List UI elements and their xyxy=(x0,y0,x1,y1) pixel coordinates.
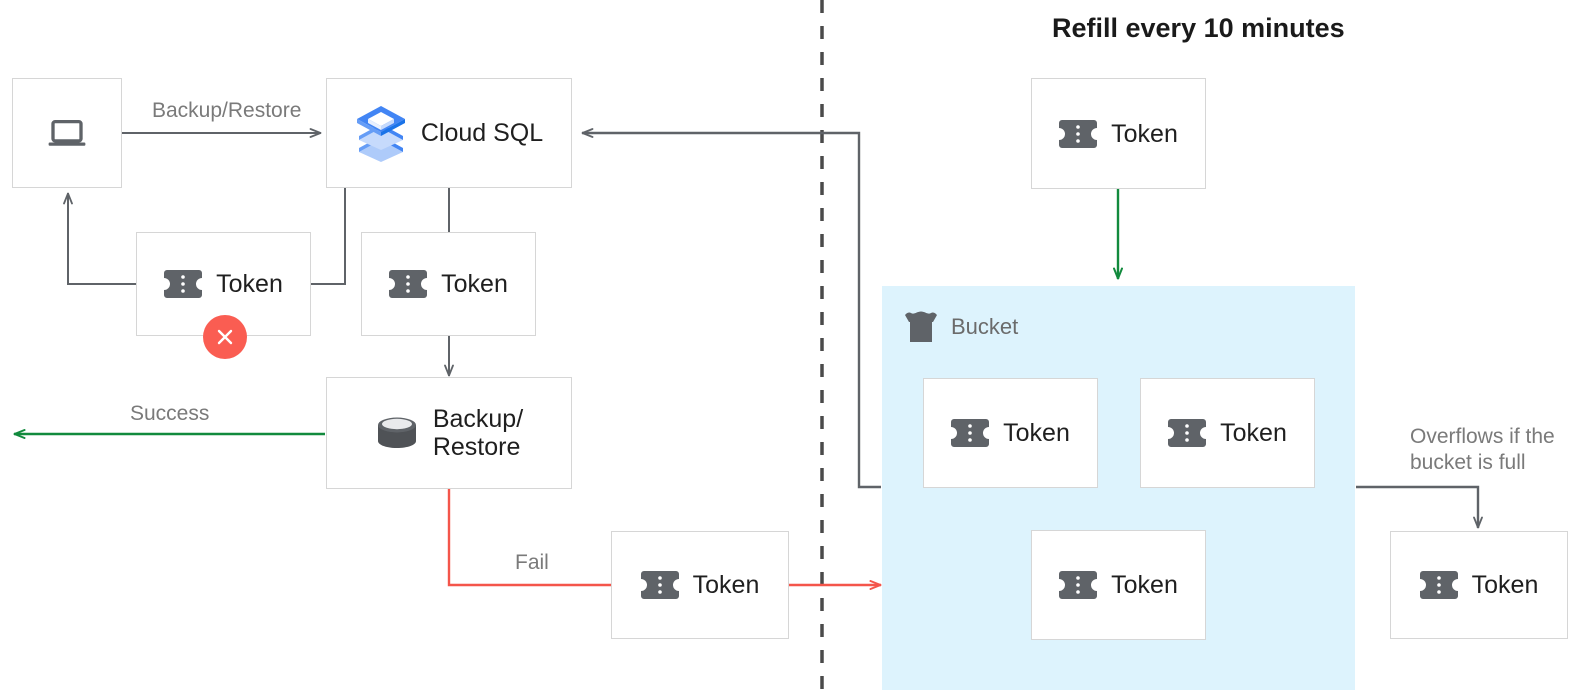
node-token-bucket-3[interactable]: Token xyxy=(1031,530,1206,640)
edge-label-fail: Fail xyxy=(515,551,549,574)
node-token-refill-label: Token xyxy=(1111,119,1178,148)
edge-bucket-to-cloudsql xyxy=(581,128,881,489)
edge-label-backup-restore: Backup/Restore xyxy=(152,99,302,122)
node-token-overflow-label: Token xyxy=(1471,571,1539,599)
node-backup-restore[interactable]: Backup/ Restore xyxy=(326,377,572,489)
node-token-sql-label: Token xyxy=(441,270,508,298)
page-title: Refill every 10 minutes xyxy=(1052,13,1345,43)
node-backup-restore-label: Backup/ Restore xyxy=(432,405,524,461)
token-icon xyxy=(1059,571,1098,599)
node-token-overflow[interactable]: Token xyxy=(1390,531,1568,639)
database-icon xyxy=(377,417,416,448)
node-token-client-label: Token xyxy=(216,270,283,298)
token-icon xyxy=(951,419,990,447)
edge-bucket-overflow xyxy=(1356,485,1483,529)
laptop-icon xyxy=(48,119,86,146)
close-icon xyxy=(217,329,233,345)
status-badge-error xyxy=(203,315,247,359)
bucket-header: Bucket xyxy=(903,310,1018,344)
bucket-label: Bucket xyxy=(951,314,1019,339)
node-token-sql[interactable]: Token xyxy=(361,232,536,336)
node-cloud-sql[interactable]: Cloud SQL xyxy=(326,78,572,188)
node-token-bucket-2[interactable]: Token xyxy=(1140,378,1315,488)
node-token-refill[interactable]: Token xyxy=(1031,78,1206,189)
node-token-bucket-2-label: Token xyxy=(1220,419,1287,447)
node-token-bucket-3-label: Token xyxy=(1111,571,1178,599)
cloud-sql-icon xyxy=(356,106,405,162)
node-client[interactable] xyxy=(12,78,122,188)
node-cloud-sql-label: Cloud SQL xyxy=(420,119,544,147)
token-icon xyxy=(640,571,679,599)
token-icon xyxy=(164,270,203,298)
token-icon xyxy=(1168,419,1207,447)
edge-token-client-to-client xyxy=(63,192,136,285)
node-token-fail-label: Token xyxy=(692,571,760,599)
node-token-bucket-1-label: Token xyxy=(1003,419,1070,447)
edge-cloudsql-to-token-client xyxy=(311,188,346,285)
node-token-bucket-1[interactable]: Token xyxy=(923,378,1098,488)
token-icon xyxy=(1419,571,1458,599)
token-icon xyxy=(389,270,428,298)
token-icon xyxy=(1059,119,1098,148)
bucket-icon xyxy=(905,311,937,342)
node-token-fail[interactable]: Token xyxy=(611,531,789,639)
edge-label-overflow: Overflows if the bucket is full xyxy=(1410,425,1555,475)
edge-label-success: Success xyxy=(130,402,210,425)
